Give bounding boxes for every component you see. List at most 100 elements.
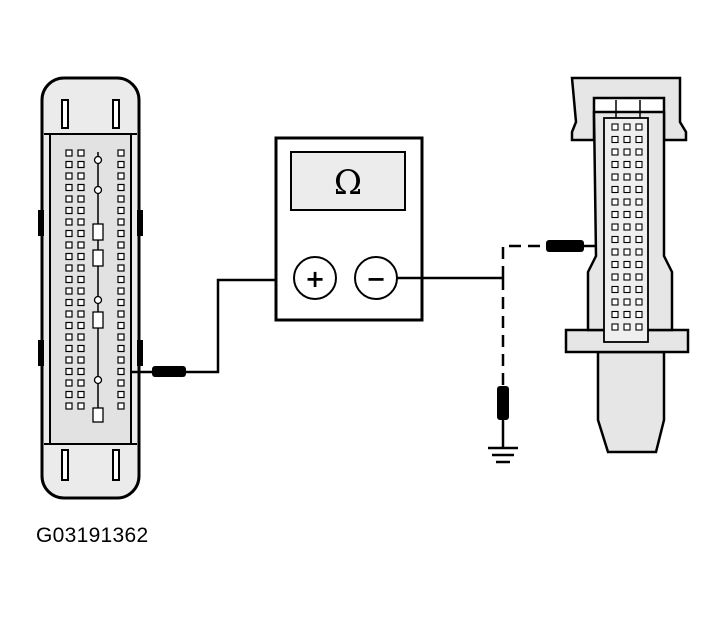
pin-cavity (611, 260, 619, 269)
pin-cavity (77, 195, 85, 203)
pin-cavity (623, 235, 631, 244)
pin-cavity (77, 298, 85, 307)
pin-cavity (623, 223, 631, 231)
pin-cavity (611, 135, 619, 144)
pin-cavity (623, 248, 631, 256)
pin-cavity (117, 229, 125, 238)
pin-cavity (623, 273, 631, 281)
pin-cavity (611, 148, 619, 156)
pin-cavity (611, 123, 619, 131)
pin-cavity (611, 310, 619, 319)
pin-cavity (611, 173, 619, 181)
pin-cavity (635, 173, 643, 181)
pin-cavity (623, 185, 631, 194)
pin-cavity (611, 210, 619, 219)
pin-cavity (77, 183, 85, 192)
pin-cavity (611, 298, 619, 306)
pin-cavity (77, 172, 85, 180)
pin-cavity (117, 402, 125, 410)
pin-cavity (635, 223, 643, 231)
pin-cavity (77, 390, 85, 399)
pin-cavity (65, 252, 73, 261)
pin-cavity (117, 218, 125, 226)
pin-cavity (623, 135, 631, 144)
positive-test-lead (186, 278, 294, 374)
pin-cavity (117, 379, 125, 387)
pin-cavity (635, 285, 643, 294)
pin-cavity (611, 323, 619, 331)
pin-cavity (117, 367, 125, 376)
pin-cavity (65, 195, 73, 203)
pin-cavity (65, 241, 73, 249)
pin-cavity (623, 298, 631, 306)
pin-cavity (77, 379, 85, 387)
pin-cavity (611, 248, 619, 256)
pin-cavity (65, 218, 73, 226)
pin-cavity (635, 248, 643, 256)
pin-cavity (65, 356, 73, 364)
pin-cavity (635, 135, 643, 144)
pin-cavity (65, 390, 73, 399)
pin-cavity (117, 298, 125, 307)
pin-cavity (117, 344, 125, 353)
pin-cavity (77, 229, 85, 238)
pin-cavity (117, 195, 125, 203)
pin-cavity (635, 123, 643, 131)
pin-cavity (623, 123, 631, 131)
pin-cavity (77, 149, 85, 157)
pin-cavity (77, 356, 85, 364)
pin-cavity (623, 323, 631, 331)
pin-cavity (65, 229, 73, 238)
pin-cavity (623, 160, 631, 169)
module-connector-pin-cavities (65, 149, 125, 410)
pin-cavity (65, 402, 73, 410)
pin-cavity (65, 275, 73, 284)
pin-cavity (117, 310, 125, 318)
pin-cavity (65, 333, 73, 341)
pin-cavity (117, 241, 125, 249)
pin-cavity (117, 183, 125, 192)
pin-cavity (623, 260, 631, 269)
harness-connector-pin-cavities (611, 123, 643, 331)
positive-terminal-label: + (305, 265, 325, 293)
pin-cavity (611, 223, 619, 231)
pin-cavity (77, 344, 85, 353)
pin-cavity (635, 185, 643, 194)
pin-cavity (611, 273, 619, 281)
pin-cavity (77, 321, 85, 330)
pin-cavity (635, 235, 643, 244)
ohmmeter: Ω + − (274, 136, 424, 322)
pin-cavity (611, 285, 619, 294)
pin-cavity (77, 264, 85, 272)
pin-cavity (65, 172, 73, 180)
pin-cavity (611, 198, 619, 206)
pin-cavity (77, 333, 85, 341)
pin-cavity (77, 310, 85, 318)
pin-cavity (65, 310, 73, 318)
pin-cavity (65, 206, 73, 215)
pin-cavity (635, 323, 643, 331)
pin-cavity (65, 344, 73, 353)
pin-cavity (77, 160, 85, 169)
pin-cavity (635, 273, 643, 281)
pin-cavity (117, 333, 125, 341)
test-probe-icon-left (130, 366, 186, 377)
pin-cavity (77, 275, 85, 284)
pin-cavity (117, 149, 125, 157)
pin-cavity (117, 356, 125, 364)
pin-cavity (77, 218, 85, 226)
pin-cavity (623, 198, 631, 206)
pin-cavity (65, 183, 73, 192)
figure-id-label: G03191362 (36, 524, 149, 547)
pin-cavity (65, 321, 73, 330)
pin-cavity (635, 310, 643, 319)
pin-cavity (635, 160, 643, 169)
alternate-lead-to-harness (501, 244, 546, 278)
pin-cavity (77, 252, 85, 261)
pin-cavity (117, 287, 125, 295)
pin-cavity (117, 321, 125, 330)
pin-cavity (117, 172, 125, 180)
ohmmeter-display (290, 151, 406, 211)
pin-cavity (117, 390, 125, 399)
pin-cavity (117, 160, 125, 169)
